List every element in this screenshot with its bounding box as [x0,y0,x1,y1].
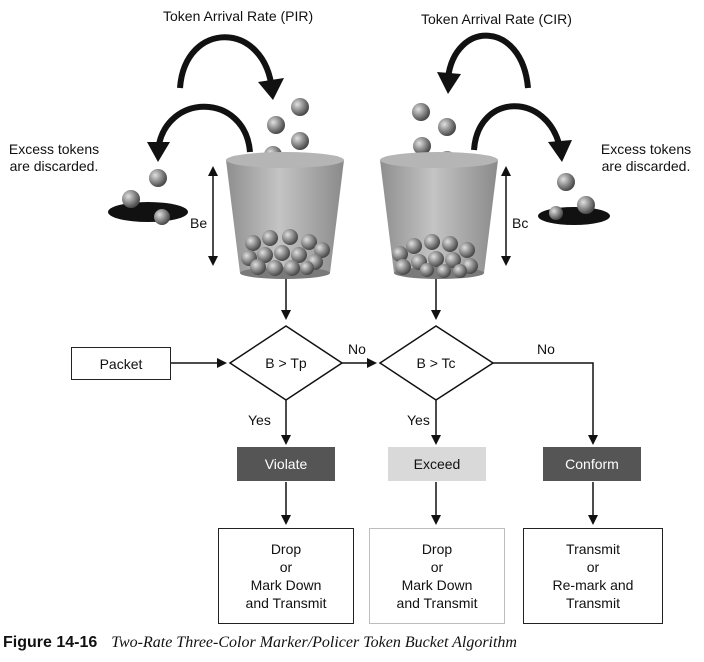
left-excess-line1: Excess tokens [8,141,100,157]
right-excess-label: Excess tokens are discarded. [592,141,700,175]
right-discard-hole [538,207,610,225]
conform-action-line: Re-mark and [552,577,634,593]
packet-box: Packet [71,347,171,380]
decision-tc-label: B > Tc [416,355,456,371]
decision-tc-diamond [378,325,495,401]
decision-tp-label: B > Tp [265,355,307,371]
bc-label: Bc [512,215,529,231]
be-label: Be [190,215,208,231]
conform-box: Conform [543,447,641,481]
exceed-action-line: or [430,559,444,575]
pir-arrival-arrow [177,34,275,91]
figure-caption: Figure 14-16 Two-Rate Three-Color Marker/… [3,634,517,652]
decision-tp-yes-label: Yes [248,412,271,428]
cir-arrival-label: Token Arrival Rate (CIR) [421,11,572,27]
right-bucket-tokens [392,234,478,278]
left-excess-line2: are discarded. [9,158,99,174]
violate-box: Violate [237,447,335,481]
conform-action-line: or [586,559,600,575]
exceed-action-line: Mark Down [401,577,473,593]
right-excess-line2: are discarded. [601,158,691,174]
conform-action-line: Transmit [566,541,620,557]
violate-action-line: Mark Down [250,577,322,593]
conform-action-box: Transmit or Re-mark and Transmit [523,528,663,624]
exceed-box: Exceed [388,447,486,481]
decision-tp-no-label: No [348,341,366,357]
violate-action-line: or [279,559,293,575]
decision-tp-diamond [228,325,344,401]
figure-number: Figure 14-16 [3,634,98,651]
exceed-action-box: Drop or Mark Down and Transmit [369,528,505,624]
decision-tc-yes-label: Yes [407,412,430,428]
violate-label: Violate [264,456,308,472]
conform-action-line: Transmit [566,595,620,611]
packet-label: Packet [99,355,143,372]
left-discard-hole [108,202,188,222]
flow-connectors [171,279,598,525]
exceed-label: Exceed [413,456,461,472]
right-excess-line1: Excess tokens [600,141,692,157]
violate-action-box: Drop or Mark Down and Transmit [218,528,354,624]
exceed-action-line: and Transmit [396,595,478,611]
pir-arrival-label: Token Arrival Rate (PIR) [163,8,314,24]
left-excess-label: Excess tokens are discarded. [0,141,108,175]
decision-tc-no-label: No [537,341,555,357]
cir-arrival-arrow [445,32,531,89]
left-bucket-tokens [241,229,330,276]
violate-action-line: Drop [270,541,302,557]
figure-title: Two-Rate Three-Color Marker/Policer Toke… [111,634,517,651]
right-excess-arrow [471,103,563,151]
conform-label: Conform [565,456,619,472]
violate-action-line: and Transmit [245,595,327,611]
left-excess-arrow [155,103,253,153]
right-bucket-group [380,32,610,279]
exceed-action-line: Drop [421,541,453,557]
left-bucket-group [108,34,344,279]
